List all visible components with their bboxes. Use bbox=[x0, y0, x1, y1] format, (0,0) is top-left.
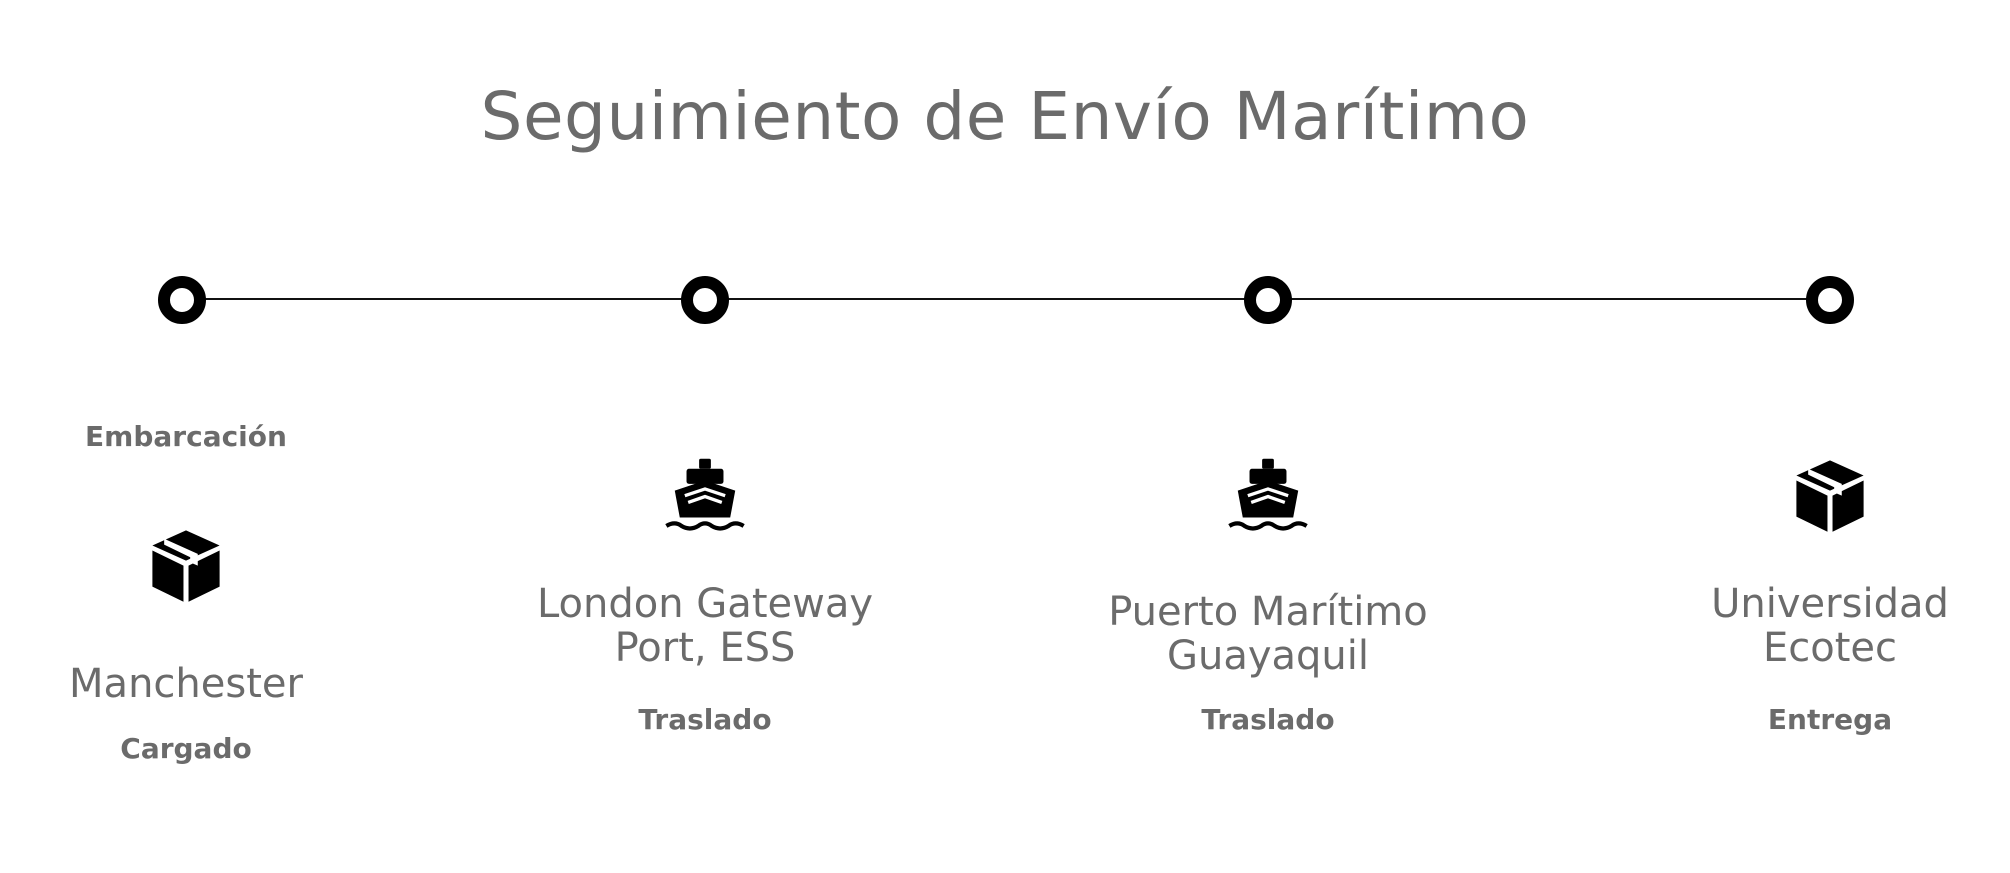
stop-universidad-ecotec: Universidad Ecotec Entrega bbox=[1610, 0, 2010, 873]
stop-london-gateway: London Gateway Port, ESS Traslado bbox=[485, 0, 925, 873]
stop-manchester: Embarcación Manchester Cargado bbox=[0, 0, 406, 873]
package-icon bbox=[1788, 452, 1872, 536]
stop-status: Traslado bbox=[638, 703, 772, 736]
stop-place: Manchester bbox=[69, 661, 303, 707]
stop-place: London Gateway Port, ESS bbox=[536, 581, 874, 671]
timeline-node-4 bbox=[1806, 276, 1854, 324]
stop-status: Traslado bbox=[1201, 703, 1335, 736]
timeline-node-1 bbox=[158, 276, 206, 324]
stop-place: Puerto Marítimo Guayaquil bbox=[1108, 589, 1428, 679]
package-icon bbox=[144, 522, 228, 606]
stop-status: Cargado bbox=[120, 732, 252, 765]
timeline-node-2 bbox=[681, 276, 729, 324]
stop-top-status: Embarcación bbox=[85, 420, 287, 453]
ship-icon bbox=[663, 452, 747, 536]
stop-status: Entrega bbox=[1767, 703, 1893, 736]
ship-icon bbox=[1226, 452, 1310, 536]
page-title: Seguimiento de Envío Marítimo bbox=[480, 78, 1530, 155]
stop-guayaquil: Puerto Marítimo Guayaquil Traslado bbox=[1048, 0, 1488, 873]
timeline-line bbox=[182, 298, 1822, 300]
stop-place: Universidad Ecotec bbox=[1711, 581, 1949, 671]
